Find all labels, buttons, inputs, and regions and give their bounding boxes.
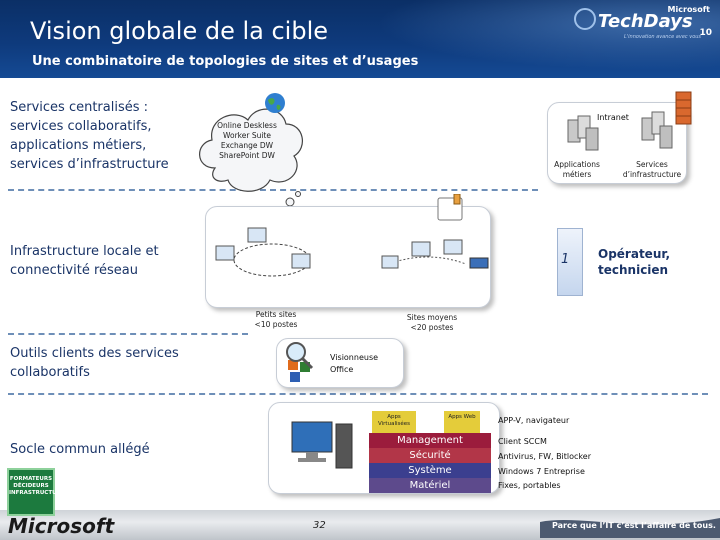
- page-subtitle: Une combinatoire de topologies de sites …: [32, 54, 419, 69]
- medium-sites-label-1: Sites moyens: [406, 313, 458, 322]
- separator-3: [8, 393, 708, 395]
- operator-line-1: Opérateur,: [598, 247, 671, 261]
- right-label-fixes: Fixes, portables: [498, 481, 561, 490]
- desktop-computer-icon: [291, 421, 353, 469]
- intranet-apps-label: Applications métiers: [554, 160, 600, 179]
- page-title: Vision globale de la cible: [30, 17, 329, 45]
- magnifier-office-icon: [286, 342, 314, 382]
- medium-sites-label-2: <20 postes: [410, 323, 454, 332]
- cloud-line-4: SharePoint DW: [219, 151, 275, 160]
- separator-1: [8, 189, 538, 191]
- app-virt-box: Apps Virtualisées: [372, 411, 416, 433]
- formateurs-badge: FORMATEURS DÉCIDEURS INFRASTRUCTURE: [7, 468, 65, 516]
- intranet-services-label: Services d’infrastructure: [622, 160, 682, 179]
- cloud-line-1: Online Deskless: [217, 121, 277, 130]
- right-label-antivirus: Antivirus, FW, Bitlocker: [498, 452, 591, 461]
- office-viewer-line-1: Visionneuse: [330, 353, 379, 362]
- outils-label: Outils clients des services collaboratif…: [10, 346, 179, 380]
- page-number: 32: [313, 520, 326, 531]
- layer-securite: Sécurité: [369, 448, 491, 463]
- header-banner: Vision globale de la cible Une combinato…: [0, 0, 720, 78]
- globe-icon: [265, 93, 285, 113]
- infra-network-panel: [205, 206, 491, 308]
- logo-microsoft-text: Microsoft: [667, 5, 710, 14]
- slogan-ribbon: [540, 518, 720, 538]
- layer-systeme: Système: [369, 463, 491, 478]
- operator-box: [557, 228, 583, 296]
- header-swoosh: [330, 0, 720, 78]
- infra-label: Infrastructure locale et connectivité ré…: [10, 244, 159, 278]
- layer-materiel: Matériel: [369, 478, 491, 493]
- right-label-windows7: Windows 7 Entreprise: [498, 467, 585, 476]
- techdays-logo: Microsoft TechDays 10 L'innovation avanc…: [568, 2, 718, 44]
- footer-slogan: Parce que l’IT c’est l’affaire de tous.: [552, 521, 716, 530]
- socle-label: Socle commun allégé: [10, 442, 150, 457]
- small-sites-label-2: <10 postes: [254, 320, 298, 329]
- access-point-icon: [437, 194, 463, 221]
- firewall-icon: [675, 91, 692, 125]
- logo-brand-text: TechDays: [598, 11, 693, 32]
- intranet-title: Intranet: [597, 113, 629, 122]
- infra-servers-icon: [641, 111, 673, 149]
- app-web-box: Apps Web: [444, 411, 480, 433]
- microsoft-logo: Microsoft: [8, 514, 115, 538]
- right-label-sccm: Client SCCM: [498, 437, 547, 446]
- apps-servers-icon: [567, 115, 599, 151]
- network-diagram: [215, 227, 489, 277]
- logo-tagline: L'innovation avance avec vous: [624, 34, 702, 40]
- small-sites-label-1: Petits sites: [255, 310, 297, 319]
- cloud-line-3: Exchange DW: [220, 141, 274, 150]
- logo-number-text: 10: [699, 28, 712, 38]
- services-label: Services centralisés : services collabor…: [10, 100, 169, 172]
- right-label-app-v: APP-V, navigateur: [498, 416, 570, 425]
- operator-line-2: technicien: [598, 263, 669, 277]
- techdays-logo-circle-icon: [574, 8, 596, 30]
- layer-management: Management: [369, 433, 491, 448]
- separator-2: [8, 333, 248, 335]
- operator-number: 1: [561, 252, 570, 267]
- office-viewer-line-2: Office: [330, 365, 354, 374]
- online-cloud: [199, 108, 303, 207]
- cloud-line-2: Worker Suite: [223, 131, 271, 140]
